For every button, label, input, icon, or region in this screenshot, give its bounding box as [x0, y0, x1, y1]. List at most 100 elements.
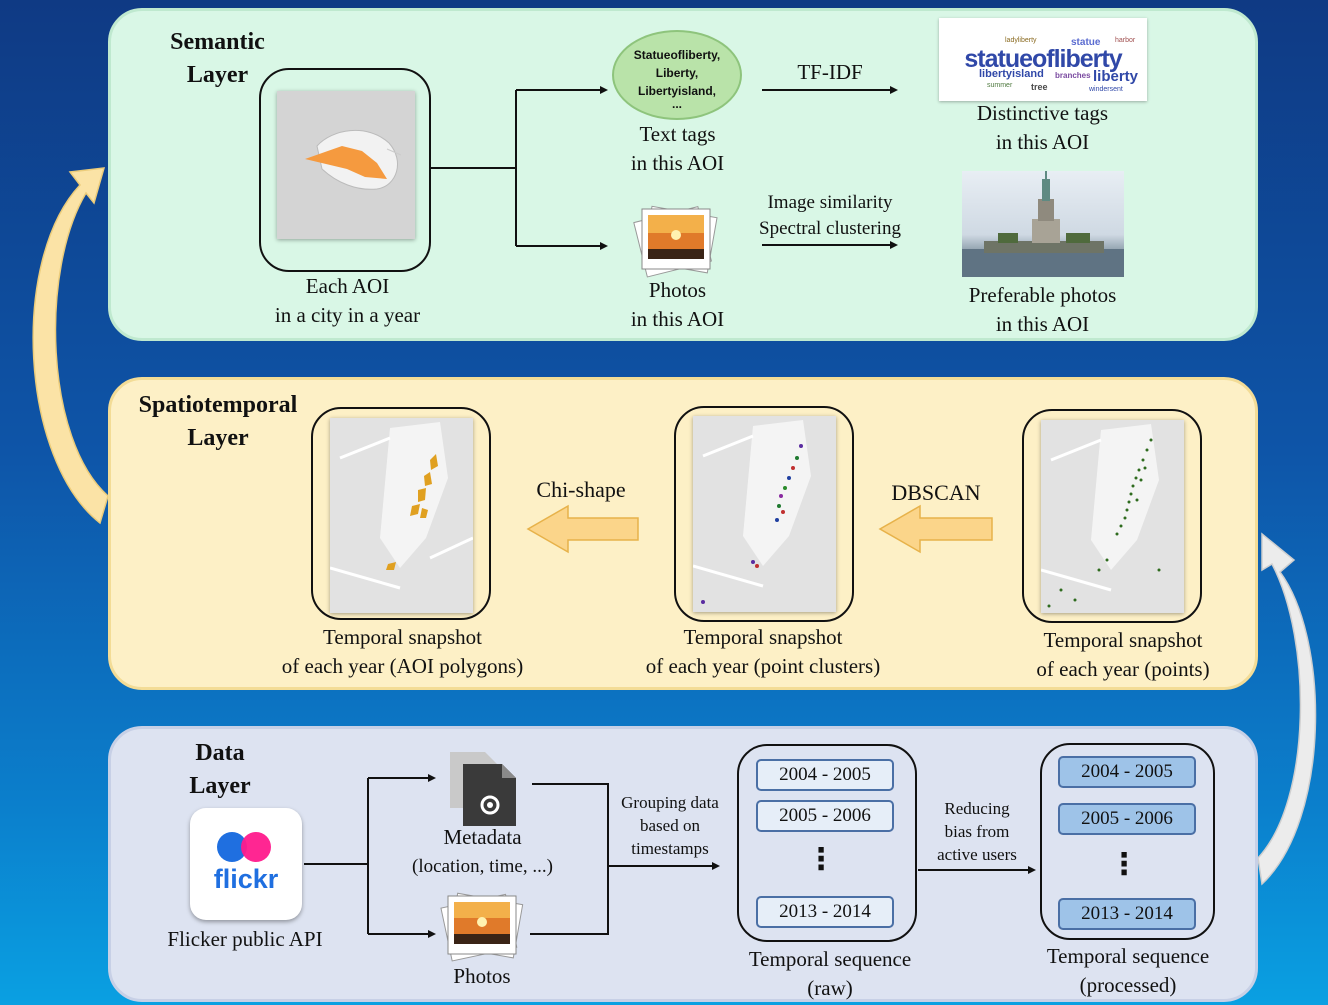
points-caption-line2: of each year (points) — [1036, 657, 1210, 681]
text-tags-list: Statueofliberty, Liberty, Libertyisland,… — [612, 46, 742, 111]
chishape-arrow — [526, 504, 639, 554]
distinctive-line2: in this AOI — [995, 130, 1090, 154]
flickr-logo: flickr — [190, 808, 302, 920]
semantic-layer-title: Semantic Layer — [150, 26, 285, 92]
raw-year-box: 2004 - 2005 — [756, 759, 894, 791]
processed-caption-line2: (processed) — [1079, 973, 1177, 997]
text-tags-caption-line1: Text tags — [639, 122, 716, 146]
aoi-caption-line1: Each AOI — [305, 274, 390, 298]
tag-item: ... — [671, 97, 682, 111]
reducing-bias-label: Reducing bias from active users — [918, 797, 1036, 866]
reducing-line1: Reducing — [944, 799, 1010, 818]
word-cloud-word: libertyisland — [979, 68, 1044, 80]
similarity-line1: Image similarity — [767, 192, 893, 213]
raw-caption-line2: (raw) — [807, 976, 853, 1000]
dbscan-arrow — [878, 504, 993, 554]
clusters-map — [693, 416, 836, 612]
grouping-label: Grouping data based on timestamps — [605, 791, 735, 860]
word-cloud-word: harbor — [1115, 37, 1136, 44]
spatio-title-line2: Layer — [187, 425, 249, 451]
clusters-caption: Temporal snapshot of each year (point cl… — [608, 623, 918, 681]
photos-caption: Photos in this AOI — [600, 276, 755, 334]
image-similarity-label: Image similarity Spectral clustering — [740, 190, 920, 242]
reducing-line3: active users — [937, 845, 1017, 864]
raw-sequence-frame — [737, 744, 917, 942]
tag-item: Statueofliberty, — [633, 48, 721, 62]
left-curved-arrow — [32, 167, 109, 525]
word-cloud-word: windersent — [1089, 86, 1123, 93]
reducing-line2: bias from — [944, 822, 1010, 841]
polygons-caption-line1: Temporal snapshot — [323, 625, 482, 649]
word-cloud-word: liberty — [1093, 68, 1139, 85]
word-cloud-word: statue — [1071, 37, 1101, 48]
polygons-frame — [311, 407, 491, 620]
processed-sequence-caption: Temporal sequence (processed) — [1023, 942, 1233, 1000]
statue-photo — [962, 171, 1124, 277]
preferable-photos-caption: Preferable photos in this AOI — [940, 281, 1145, 339]
metadata-caption: Metadata (location, time, ...) — [390, 823, 575, 881]
raw-ellipsis: ⋮ — [806, 842, 836, 877]
processed-caption-line1: Temporal sequence — [1046, 944, 1210, 968]
processed-year-box: 2013 - 2014 — [1058, 898, 1196, 930]
raw-caption-line1: Temporal sequence — [748, 947, 912, 971]
polygons-map-drawing — [330, 422, 473, 590]
word-cloud-word: tree — [1031, 82, 1048, 92]
dbscan-label: DBSCAN — [891, 480, 981, 505]
semantic-title-line1: Semantic — [170, 29, 265, 55]
preferable-line1: Preferable photos — [968, 283, 1117, 307]
chishape-label: Chi-shape — [536, 477, 626, 502]
statue-of-liberty-shape — [962, 171, 1124, 277]
text-tags-caption-line2: in this AOI — [630, 151, 725, 175]
clusters-frame — [674, 406, 854, 622]
data-title-line1: Data — [195, 740, 245, 766]
aoi-caption-line2: in a city in a year — [274, 303, 421, 327]
word-cloud-image: statueofliberty libertyisland liberty st… — [939, 18, 1147, 101]
metadata-caption-line2: (location, time, ...) — [412, 856, 553, 877]
flickr-wordmark: flickr — [213, 864, 279, 894]
photos-caption-line2: in this AOI — [630, 307, 725, 331]
distinctive-line1: Distinctive tags — [976, 101, 1109, 125]
points-map — [1041, 420, 1184, 613]
data-layer-title: Data Layer — [160, 737, 280, 803]
semantic-title-line2: Layer — [186, 62, 249, 88]
raw-year-box: 2005 - 2006 — [756, 800, 894, 832]
aoi-frame — [259, 68, 431, 272]
flickr-caption: Flicker public API — [167, 927, 323, 951]
text-tags-bubble — [612, 30, 742, 120]
raw-sequence-caption: Temporal sequence (raw) — [725, 945, 935, 1003]
points-frame — [1022, 409, 1202, 623]
tfidf-label: TF-IDF — [797, 60, 863, 84]
distinctive-tags-caption: Distinctive tags in this AOI — [950, 99, 1135, 157]
word-cloud-word: branches — [1055, 71, 1091, 80]
word-cloud-word: summer — [987, 82, 1013, 89]
word-cloud-main-word: statueofliberty — [964, 45, 1122, 73]
metadata-caption-line1: Metadata — [443, 825, 522, 849]
word-cloud-word: ladyliberty — [1005, 37, 1037, 44]
data-photos-caption: Photos — [453, 964, 511, 988]
grouping-line3: timestamps — [631, 839, 709, 858]
aoi-caption: Each AOI in a city in a year — [250, 272, 445, 330]
processed-sequence-frame — [1040, 743, 1215, 940]
processed-year-box: 2005 - 2006 — [1058, 803, 1196, 835]
flickr-pink-dot — [241, 832, 271, 862]
clusters-caption-line2: of each year (point clusters) — [645, 654, 881, 678]
data-title-line2: Layer — [189, 773, 251, 799]
right-curved-arrow — [1257, 532, 1317, 886]
processed-ellipsis: ⋮ — [1109, 847, 1139, 882]
raw-year-box: 2013 - 2014 — [756, 896, 894, 928]
points-caption-line1: Temporal snapshot — [1043, 628, 1203, 652]
tag-item: Libertyisland, — [637, 84, 717, 98]
processed-year-box: 2004 - 2005 — [1058, 756, 1196, 788]
clusters-map-drawing — [693, 420, 811, 604]
aoi-polygon-image — [277, 91, 415, 239]
similarity-line2: Spectral clustering — [759, 218, 901, 239]
grouping-line2: based on — [640, 816, 700, 835]
polygons-map — [330, 418, 473, 613]
